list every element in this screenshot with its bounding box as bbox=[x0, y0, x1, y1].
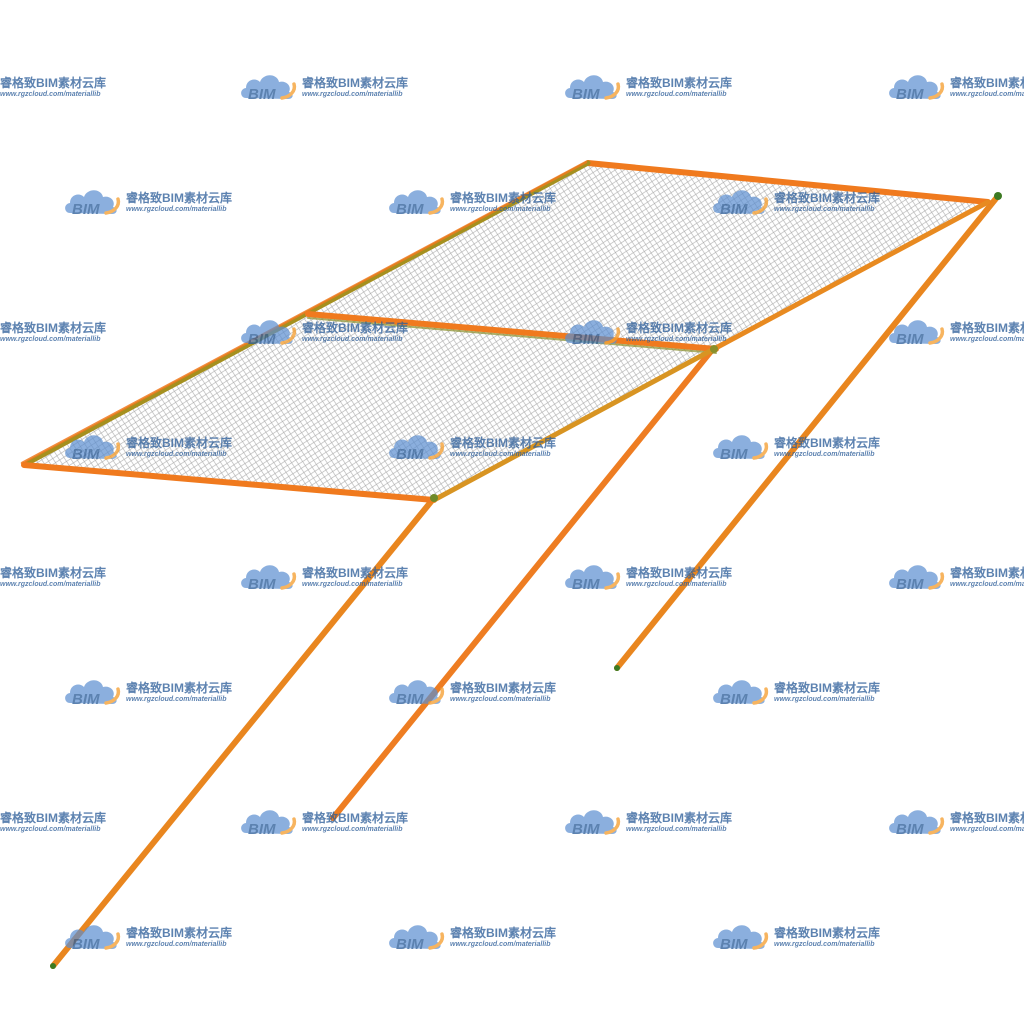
post-cap-front bbox=[430, 494, 438, 502]
beam-middle-cross bbox=[305, 311, 719, 352]
post-foot-rear-right bbox=[614, 665, 620, 671]
beam-back-top bbox=[585, 160, 991, 205]
mesh-panel-front bbox=[26, 316, 712, 499]
post-middle bbox=[330, 347, 715, 821]
post-rear-right bbox=[614, 193, 1001, 671]
beam-right-front bbox=[431, 347, 715, 503]
beam-left-side-highlight bbox=[20, 160, 588, 465]
post-cap-rear-right bbox=[994, 192, 1002, 200]
post-foot-front bbox=[50, 963, 56, 969]
beam-middle-cross-shadow bbox=[307, 317, 717, 354]
post-front bbox=[50, 495, 437, 969]
mesh-panel-back bbox=[308, 165, 985, 349]
post-cap-middle bbox=[710, 345, 718, 353]
beam-right-back bbox=[709, 199, 991, 353]
beam-front bbox=[21, 462, 437, 503]
